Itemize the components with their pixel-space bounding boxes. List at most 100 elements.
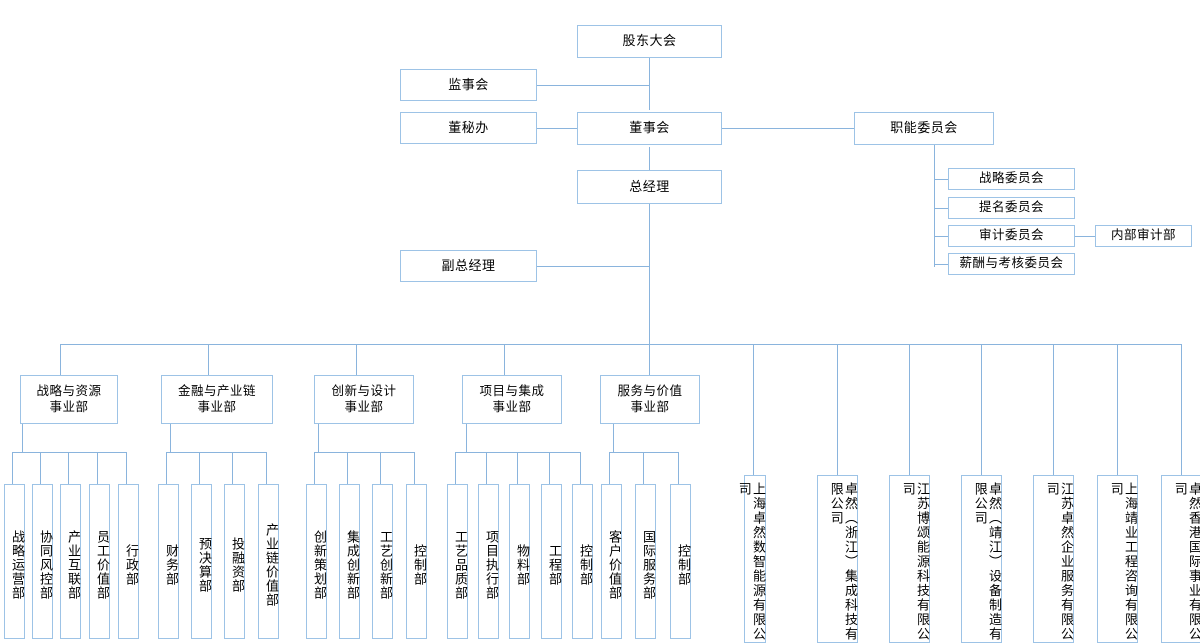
node-audit-committee[interactable]: 审计委员会 — [948, 225, 1075, 247]
node-deputy-general-manager[interactable]: 副总经理 — [400, 250, 537, 282]
node-general-manager[interactable]: 总经理 — [577, 170, 722, 204]
node-remuneration-committee[interactable]: 薪酬与考核委员会 — [948, 253, 1075, 275]
drop-div-4 — [504, 344, 505, 375]
node-dept-project-execution[interactable]: 项目执行部 — [478, 484, 499, 639]
node-dept-strategy-operations[interactable]: 战略运营部 — [4, 484, 25, 639]
node-division-project-integration[interactable]: 项目与集成 事业部 — [462, 375, 562, 424]
node-dept-industry-internet[interactable]: 产业互联部 — [60, 484, 81, 639]
drop-sub-2 — [837, 344, 838, 475]
div3-drop-4 — [414, 452, 415, 484]
node-subsidiary-jiangsu-bosong-energy[interactable]: 江苏博颂能源科技有限公司 — [889, 475, 930, 643]
div4-drop-5 — [580, 452, 581, 484]
div1-drop-5 — [126, 452, 127, 484]
div5-drop-3 — [678, 452, 679, 484]
node-dept-budget-settlement[interactable]: 预决算部 — [191, 484, 212, 639]
drop-div-3 — [356, 344, 357, 375]
node-division-finance-industrychain[interactable]: 金融与产业链 事业部 — [161, 375, 273, 424]
node-dept-industrychain-value[interactable]: 产业链价值部 — [258, 484, 279, 639]
node-dept-investment-financing[interactable]: 投融资部 — [224, 484, 245, 639]
div2-drop-4 — [266, 452, 267, 484]
node-dept-control-project[interactable]: 控制部 — [572, 484, 593, 639]
drop-div-1 — [60, 344, 61, 375]
node-subsidiary-zhuoran-zhejiang-integration[interactable]: 卓然（浙江）集成科技有限公司 — [817, 475, 858, 643]
drop-div-5 — [649, 344, 650, 375]
div1-drop-2 — [40, 452, 41, 484]
node-dept-finance[interactable]: 财务部 — [158, 484, 179, 639]
line-board-functional — [722, 128, 854, 129]
node-division-innovation-design[interactable]: 创新与设计 事业部 — [314, 375, 414, 424]
div3-drop-3 — [380, 452, 381, 484]
node-dept-process-innovation[interactable]: 工艺创新部 — [372, 484, 393, 639]
div2-bus — [166, 452, 266, 453]
div2-drop-1 — [166, 452, 167, 484]
node-division-service-value[interactable]: 服务与价值 事业部 — [600, 375, 700, 424]
div1-bus — [12, 452, 126, 453]
node-shareholders[interactable]: 股东大会 — [577, 25, 722, 58]
node-division-strategy-resources[interactable]: 战略与资源 事业部 — [20, 375, 118, 424]
node-nomination-committee[interactable]: 提名委员会 — [948, 197, 1075, 219]
node-dept-process-quality[interactable]: 工艺品质部 — [447, 484, 468, 639]
node-functional-committee[interactable]: 职能委员会 — [854, 112, 994, 145]
division-2-line1: 金融与产业链 — [177, 383, 256, 398]
line-supervisory-trunk — [537, 85, 649, 86]
drop-sub-7 — [1181, 344, 1182, 475]
line-audit-internal — [1075, 236, 1095, 237]
node-dept-control-service[interactable]: 控制部 — [670, 484, 691, 639]
node-dept-integrated-innovation[interactable]: 集成创新部 — [339, 484, 360, 639]
line-committee-2 — [934, 208, 948, 209]
div4-drop-2 — [486, 452, 487, 484]
division-1-line1: 战略与资源 — [36, 383, 102, 398]
node-internal-audit-department[interactable]: 内部审计部 — [1095, 225, 1192, 247]
node-subsidiary-jiangsu-zhuoran-enterprise-service[interactable]: 江苏卓然企业服务有限公司 — [1033, 475, 1074, 643]
node-dept-control-design[interactable]: 控制部 — [406, 484, 427, 639]
node-dept-collaborative-riskcontrol[interactable]: 协同风控部 — [32, 484, 53, 639]
node-board-of-directors[interactable]: 董事会 — [577, 112, 722, 145]
div3-drop-1 — [314, 452, 315, 484]
line-board-gm — [649, 147, 650, 171]
node-subsidiary-zhuoran-jingjiang-equipment[interactable]: 卓然（靖江）设备制造有限公司 — [961, 475, 1002, 643]
node-dept-customer-value[interactable]: 客户价值部 — [601, 484, 622, 639]
division-2-line2: 事业部 — [197, 399, 237, 414]
node-dept-international-service[interactable]: 国际服务部 — [635, 484, 656, 639]
drop-div-2 — [208, 344, 209, 375]
div4-drop-3 — [517, 452, 518, 484]
div2-drop-2 — [199, 452, 200, 484]
div4-stem — [466, 424, 467, 452]
line-shareholders-board — [649, 57, 650, 110]
node-dept-innovation-planning[interactable]: 创新策划部 — [306, 484, 327, 639]
div2-drop-3 — [232, 452, 233, 484]
div1-drop-3 — [68, 452, 69, 484]
node-dept-materials[interactable]: 物料部 — [509, 484, 530, 639]
line-committee-spine-top — [934, 140, 935, 150]
line-gm-deputy — [537, 266, 649, 267]
node-dept-employee-value[interactable]: 员工价值部 — [89, 484, 110, 639]
div2-stem — [170, 424, 171, 452]
node-subsidiary-zhuoran-hongkong-international[interactable]: 卓然香港国际事业有限公司 — [1161, 475, 1200, 643]
division-1-line2: 事业部 — [49, 399, 89, 414]
line-committee-3 — [934, 236, 948, 237]
division-5-line1: 服务与价值 — [617, 383, 683, 398]
line-committee-spine — [934, 147, 935, 267]
div3-stem — [318, 424, 319, 452]
line-gm-down — [649, 204, 650, 344]
div4-drop-4 — [549, 452, 550, 484]
drop-sub-3 — [909, 344, 910, 475]
line-committee-4 — [934, 264, 948, 265]
div1-stem — [22, 424, 23, 452]
node-dept-engineering[interactable]: 工程部 — [541, 484, 562, 639]
node-supervisory-board[interactable]: 监事会 — [400, 69, 537, 101]
div4-drop-1 — [455, 452, 456, 484]
div5-stem — [613, 424, 614, 452]
node-dept-administration[interactable]: 行政部 — [118, 484, 139, 639]
node-strategy-committee[interactable]: 战略委员会 — [948, 168, 1075, 190]
line-main-bus — [60, 344, 1181, 345]
div1-drop-4 — [97, 452, 98, 484]
node-board-secretary-office[interactable]: 董秘办 — [400, 112, 537, 144]
line-committee-1 — [934, 179, 948, 180]
division-3-line1: 创新与设计 — [331, 383, 397, 398]
node-subsidiary-shanghai-zhuoran-digital-energy[interactable]: 上海卓然数智能源有限公司 — [737, 475, 766, 643]
division-5-line2: 事业部 — [630, 399, 670, 414]
div3-drop-2 — [347, 452, 348, 484]
node-subsidiary-shanghai-jingye-engineering-consulting[interactable]: 上海靖业工程咨询有限公司 — [1097, 475, 1138, 643]
